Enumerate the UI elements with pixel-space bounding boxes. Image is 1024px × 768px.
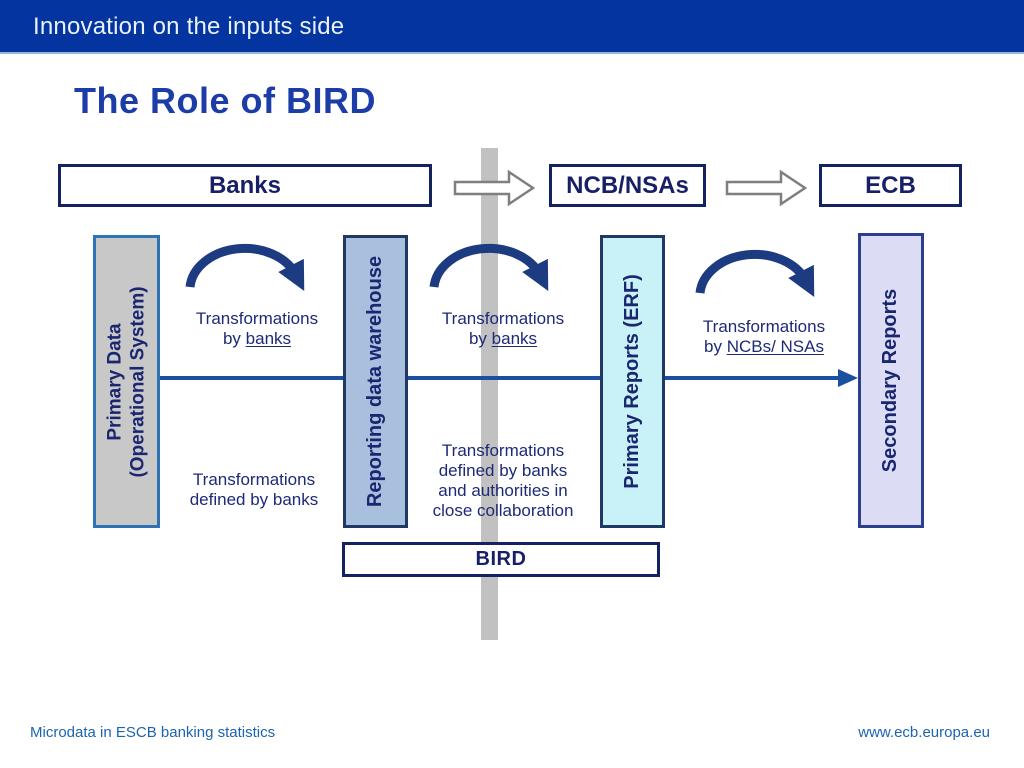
header-bar: Innovation on the inputs side [0,0,1024,54]
ncb-nsas-label: NCB/NSAs [566,171,689,199]
pillar-primary-data: Primary Data (Operational System) [93,235,160,528]
block-arrow-icon [725,169,808,207]
pillar-primary-data-label: Primary Data (Operational System) [104,285,149,478]
pillar-warehouse-label: Reporting data warehouse [364,255,386,508]
banks-label: Banks [208,171,282,199]
ncb-nsas-box: NCB/NSAs [549,164,706,207]
header-title: Innovation on the inputs side [33,13,345,40]
transformations-by-banks-label-2: Transformations by banks [441,309,565,348]
transformations-defined-collaboration-label: Transformations defined by banks and aut… [432,441,574,520]
vertical-divider-bar [481,148,498,640]
pillar-reporting-data-warehouse: Reporting data warehouse [343,235,408,528]
footer-left-text: Microdata in ESCB banking statistics [30,724,276,741]
block-arrow-icon [453,169,536,207]
banks-box: Banks [58,164,432,207]
footer-right-url: www.ecb.europa.eu [858,724,990,741]
ecb-box: ECB [819,164,962,207]
page-title: The Role of BIRD [74,80,376,121]
bird-label: BIRD [475,548,527,570]
curved-arrow-icon [429,243,549,291]
curved-arrow-icon [185,243,305,291]
pillar-primary-reports-erf: Primary Reports (ERF) [600,235,665,528]
flow-line-arrowhead-icon [838,369,858,387]
ecb-label: ECB [865,171,916,199]
pillar-primary-reports-label: Primary Reports (ERF) [621,274,643,489]
transformations-by-ncbs-nsas-label: Transformations by NCBs/ NSAs [702,317,826,356]
pillar-secondary-reports: Secondary Reports [858,233,924,528]
bird-box: BIRD [342,542,660,577]
flow-line [158,376,840,380]
transformations-defined-by-banks-label: Transformations defined by banks [189,470,319,509]
curved-arrow-icon [695,249,815,297]
pillar-secondary-reports-label: Secondary Reports [879,288,902,473]
transformations-by-banks-label-1: Transformations by banks [195,309,319,348]
